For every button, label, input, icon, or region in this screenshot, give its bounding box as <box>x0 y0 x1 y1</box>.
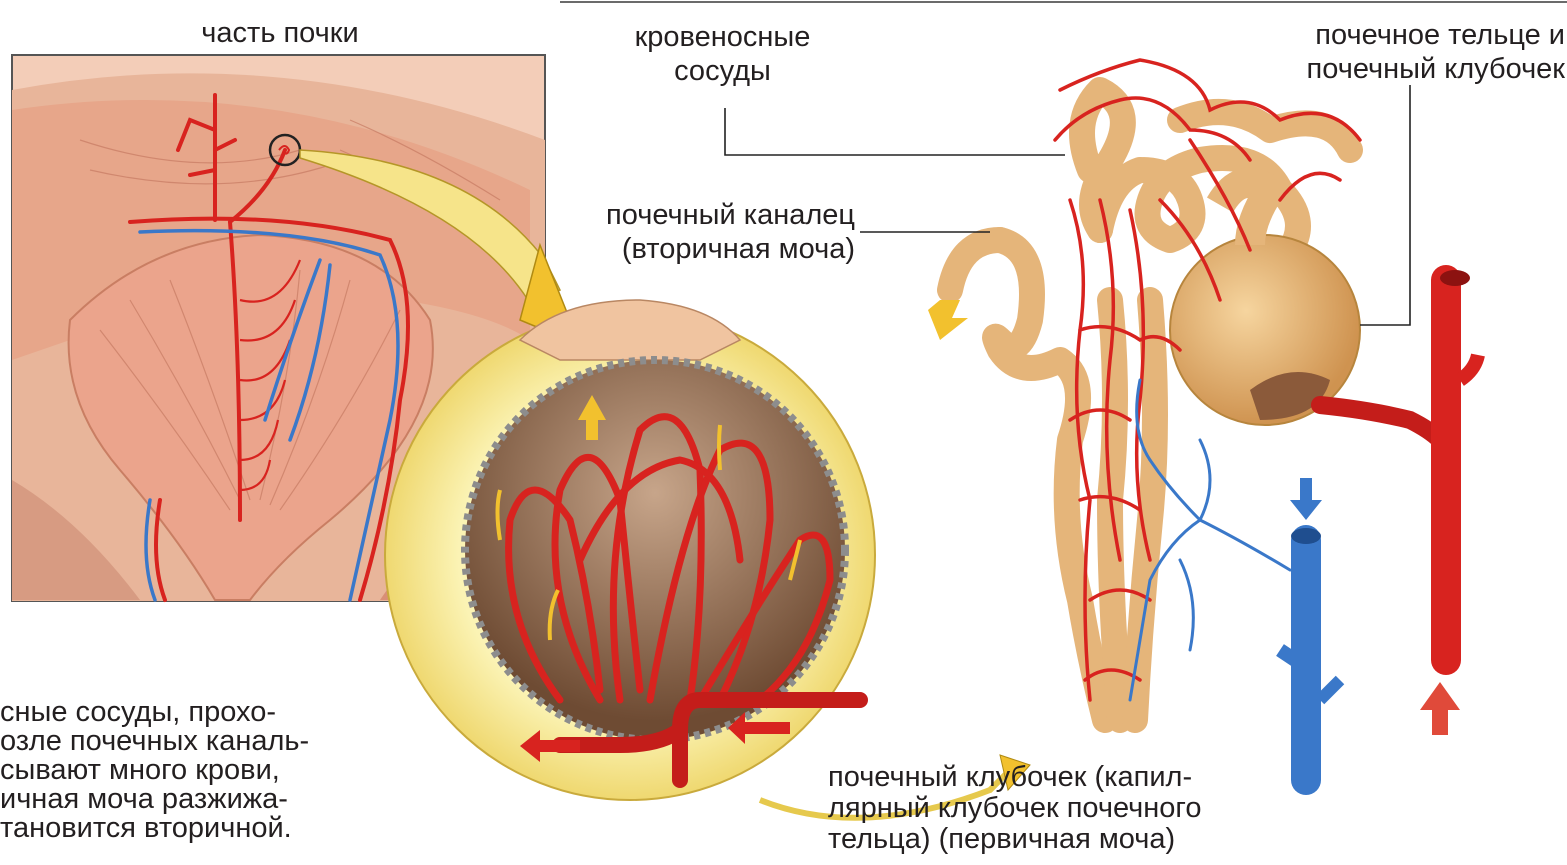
caption-line-4: ичная моча разжижа- <box>0 785 309 814</box>
glomerulus-label-line-3: тельца) (первичная моча) <box>828 824 1202 855</box>
corpuscle-label-line-1: почечное тельце и <box>1235 18 1565 52</box>
caption-line-1: сные сосуды, прохо- <box>0 698 309 727</box>
blood-vessels-leader <box>725 108 1065 155</box>
tubule-label-line-2: (вторичная моча) <box>550 232 855 266</box>
caption-line-3: сывают много крови, <box>0 756 309 785</box>
caption-line-5: тановится вторичной. <box>0 814 309 843</box>
glomerulus-label: почечный клубочек (капил- лярный клубоче… <box>828 762 1202 855</box>
glomerulus-label-line-2: лярный клубочек почечного <box>828 793 1202 824</box>
corpuscle-label: почечное тельце и почечный клубочек <box>1235 18 1565 86</box>
corpuscle-label-line-2: почечный клубочек <box>1235 52 1565 86</box>
corpuscle-leader <box>1360 85 1410 325</box>
blood-vessels-label-line-1: кровеносные <box>605 20 840 54</box>
tubule-label-line-1: почечный каналец <box>550 198 855 232</box>
urine-flow-arrow-icon <box>928 300 968 340</box>
glomerulus-label-line-1: почечный клубочек (капил- <box>828 762 1202 793</box>
kidney-part-label: часть почки <box>185 16 375 50</box>
blood-vessels-label-line-2: сосуды <box>605 54 840 88</box>
caption-line-2: озле почечных каналь- <box>0 727 309 756</box>
vein-flow-arrow-icon <box>1290 478 1322 520</box>
nephron <box>928 60 1478 780</box>
glomerulus-magnifier <box>385 300 1030 818</box>
artery-flow-arrow-icon <box>1420 682 1460 735</box>
blood-vessels-label: кровеносные сосуды <box>605 20 840 88</box>
caption-text: сные сосуды, прохо- озле почечных каналь… <box>0 698 309 843</box>
tubule-label: почечный каналец (вторичная моча) <box>550 198 855 266</box>
